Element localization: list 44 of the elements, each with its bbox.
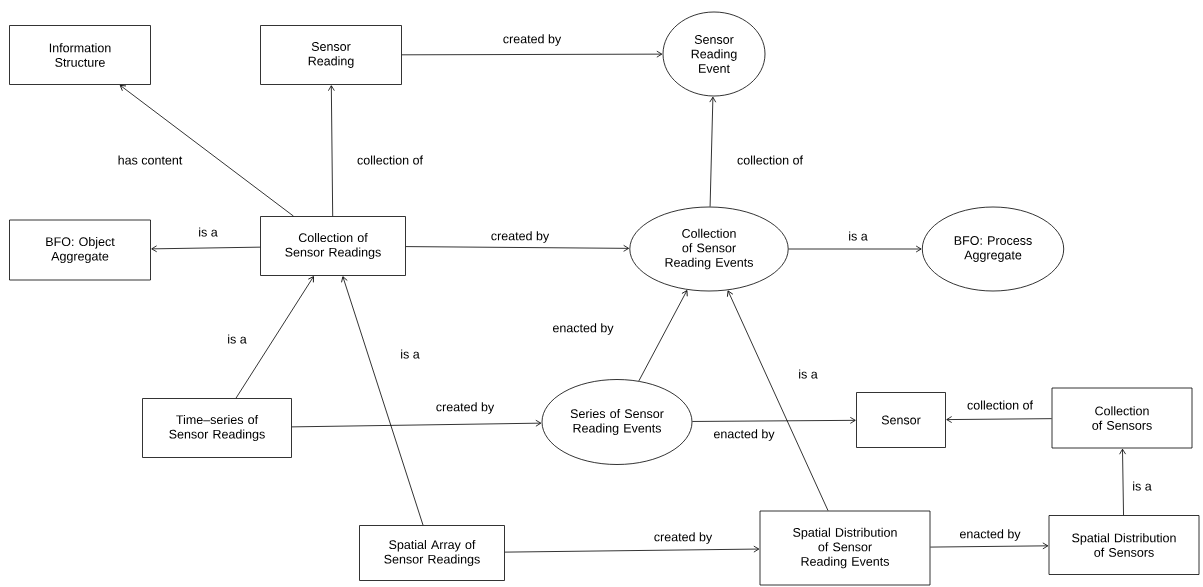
concept-box: Spatial Array of Sensor Readings [359, 525, 505, 581]
edge-label: created by [652, 531, 714, 545]
edge-label: created by [489, 230, 551, 244]
arrow [405, 244, 630, 252]
edge-label: enacted by [958, 528, 1022, 542]
concept-box: BFO: Object Aggregate [9, 219, 151, 281]
concept-box: Sensor Reading [260, 25, 402, 85]
arrow [946, 416, 1052, 423]
concept-box: Sensor [856, 392, 946, 448]
arrow [692, 416, 856, 424]
edge-label: has content [116, 154, 184, 166]
edge-label: is a [797, 368, 819, 380]
edge-label: collection of [966, 399, 1034, 411]
arrow [291, 419, 542, 428]
edge-label: is a [226, 333, 248, 345]
concept-box: Time–series of Sensor Readings [142, 398, 292, 458]
edge-label: is a [399, 348, 421, 360]
arrow [504, 545, 760, 553]
arrow [727, 290, 829, 511]
arrow [341, 276, 424, 526]
edge-label: is a [847, 230, 869, 242]
arrow [119, 84, 294, 217]
arrow [401, 50, 663, 58]
concept-box: Information Structure [9, 25, 151, 85]
edge-label: is a [1131, 480, 1153, 492]
edge-label: is a [197, 226, 219, 238]
arrow [1119, 448, 1126, 516]
concept-box: Collection of Sensors [1051, 387, 1193, 449]
concept-box: Collection of Sensor Readings [260, 216, 406, 276]
edge-label: created by [434, 401, 496, 415]
edge-label: created by [501, 33, 563, 47]
concept-box: Spatial Distribution of Sensor Reading Events [759, 510, 931, 586]
arrow [328, 85, 335, 217]
concept-box: Spatial Distribution of Sensors [1048, 515, 1200, 575]
arrow [930, 542, 1049, 550]
arrow [709, 96, 717, 207]
arrow [788, 245, 922, 253]
edge-label: enacted by [551, 322, 615, 336]
arrow [151, 245, 261, 253]
arrow [235, 276, 314, 399]
edge-label: enacted by [712, 428, 776, 442]
edge-label: collection of [356, 154, 424, 166]
edge-label: collection of [736, 154, 804, 166]
arrow [638, 290, 688, 382]
